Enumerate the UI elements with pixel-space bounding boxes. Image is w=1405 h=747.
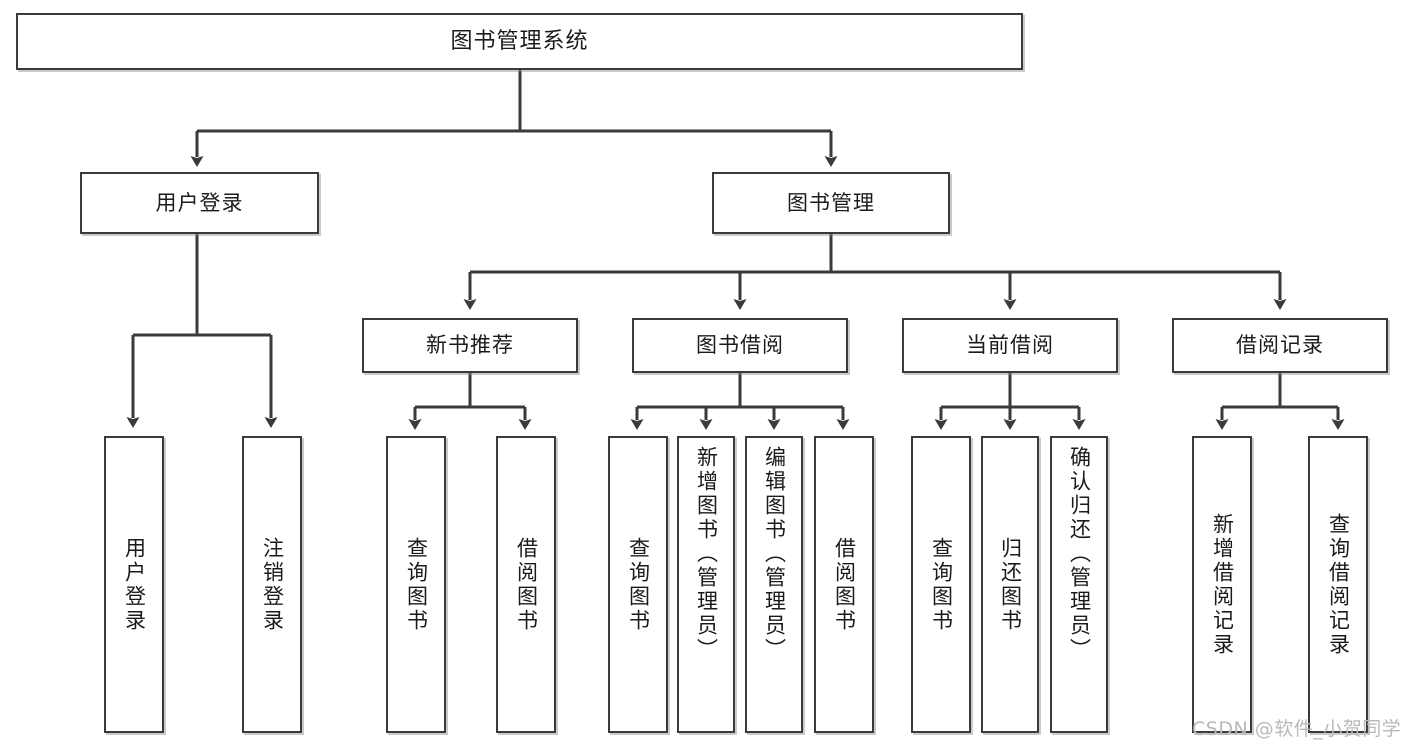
node-current-borrow[interactable]: 当前借阅 [902,318,1118,373]
csdn-watermark: CSDN @软件_小贺同学 [1192,714,1401,741]
leaf-borrow-record-add[interactable]: 新增借阅记录 [1192,436,1252,733]
node-label: 注销登录 [260,536,285,633]
leaf-book-borrow-query[interactable]: 查询图书 [608,436,668,733]
node-label: 用户登录 [155,190,244,215]
watermark-text: CSDN @软件_小贺同学 [1192,718,1402,740]
node-label: 查询图书 [626,536,651,633]
leaf-user-login-logout[interactable]: 注销登录 [242,436,302,733]
node-label: 查询图书 [404,536,429,633]
node-root-system[interactable]: 图书管理系统 [16,13,1023,70]
node-label: 图书管理 [787,190,875,215]
leaf-book-borrow-add[interactable]: 新增图书（管理员） [677,436,735,733]
node-book-borrow[interactable]: 图书借阅 [632,318,848,373]
leaf-current-borrow-query[interactable]: 查询图书 [911,436,971,733]
node-label: 查询图书 [929,536,954,633]
node-book-management[interactable]: 图书管理 [712,172,950,234]
leaf-current-borrow-return[interactable]: 归还图书 [981,436,1039,733]
leaf-user-login-login[interactable]: 用户登录 [104,436,164,733]
node-new-book-recommend[interactable]: 新书推荐 [362,318,578,373]
node-label: 借阅图书 [832,536,857,633]
node-label: 图书管理系统 [450,28,589,54]
leaf-new-book-query[interactable]: 查询图书 [386,436,446,733]
node-label: 图书借阅 [696,333,784,358]
node-label: 归还图书 [998,536,1023,633]
node-label: 新增图书（管理员） [694,446,719,662]
node-label: 新增借阅记录 [1210,512,1235,657]
node-label: 确认归还（管理员） [1067,446,1092,662]
node-user-login[interactable]: 用户登录 [80,172,319,234]
leaf-book-borrow-borrow[interactable]: 借阅图书 [814,436,874,733]
node-label: 借阅记录 [1236,333,1324,358]
node-label: 查询借阅记录 [1326,512,1351,657]
node-label: 编辑图书（管理员） [762,446,787,662]
node-borrow-record[interactable]: 借阅记录 [1172,318,1388,373]
leaf-current-borrow-confirm-return[interactable]: 确认归还（管理员） [1050,436,1108,733]
leaf-new-book-borrow[interactable]: 借阅图书 [496,436,556,733]
leaf-book-borrow-edit[interactable]: 编辑图书（管理员） [745,436,803,733]
leaf-borrow-record-query[interactable]: 查询借阅记录 [1308,436,1368,733]
node-label: 当前借阅 [966,333,1054,358]
node-label: 新书推荐 [426,333,514,358]
node-label: 借阅图书 [514,536,539,633]
node-label: 用户登录 [122,536,147,633]
